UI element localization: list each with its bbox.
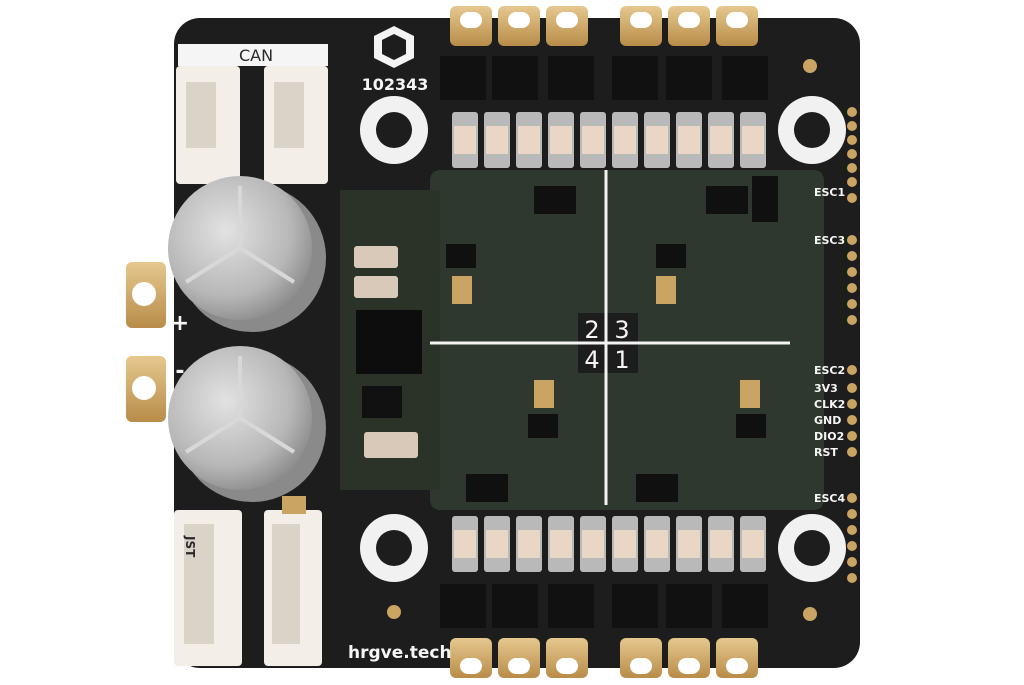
label-gnd: GND bbox=[814, 414, 841, 427]
can-connectors bbox=[176, 66, 328, 184]
quadrant-label-1: 1 bbox=[614, 346, 629, 374]
mosfet-row-top bbox=[440, 56, 768, 100]
quadrant-label-2: 2 bbox=[584, 316, 599, 344]
label-esc4: ESC4 bbox=[814, 492, 846, 505]
jst-connectors bbox=[174, 496, 322, 666]
ceramic-capacitors-top bbox=[452, 112, 766, 168]
voltage-regulator bbox=[356, 310, 422, 374]
label-3v3: 3V3 bbox=[814, 382, 838, 395]
polarity-plus: + bbox=[171, 311, 189, 336]
inductor bbox=[364, 432, 418, 458]
right-header-pins bbox=[847, 107, 857, 583]
smd-capacitor-a bbox=[354, 246, 398, 268]
label-rst: RST bbox=[814, 446, 838, 459]
can-label-bar bbox=[178, 44, 328, 66]
label-esc2: ESC2 bbox=[814, 364, 845, 377]
mosfet-row-bottom bbox=[440, 584, 768, 628]
jst-label: JST bbox=[183, 535, 197, 558]
right-pin-labels: ESC1 ESC3 ESC2 3V3 CLK2 GND DIO2 RST ESC… bbox=[814, 186, 846, 505]
label-clk2: CLK2 bbox=[814, 398, 845, 411]
bottom-motor-pads bbox=[450, 638, 758, 678]
ceramic-capacitors-bottom bbox=[452, 516, 766, 572]
brand-text: hrgve.tech bbox=[348, 643, 452, 663]
polarity-minus: - bbox=[175, 359, 184, 384]
driver-ics bbox=[446, 176, 778, 502]
board-logo-icon bbox=[374, 26, 414, 68]
resistor-arrays bbox=[452, 276, 760, 408]
board-id-number: 102343 bbox=[362, 75, 429, 94]
electrolytic-capacitor-bottom bbox=[168, 346, 326, 502]
label-esc1: ESC1 bbox=[814, 186, 845, 199]
mounting-holes bbox=[360, 96, 846, 582]
label-dio2: DIO2 bbox=[814, 430, 844, 443]
regulator-small-ic bbox=[362, 386, 402, 418]
label-esc3: ESC3 bbox=[814, 234, 845, 247]
fiducials bbox=[387, 59, 817, 621]
quadrant-label-4: 4 bbox=[584, 346, 599, 374]
smd-capacitor-b bbox=[354, 276, 398, 298]
power-input-pads bbox=[126, 262, 166, 422]
top-motor-pads bbox=[450, 6, 758, 46]
can-label: CAN bbox=[239, 46, 273, 65]
electrolytic-capacitor-top bbox=[168, 176, 326, 332]
quadrant-label-3: 3 bbox=[614, 316, 629, 344]
